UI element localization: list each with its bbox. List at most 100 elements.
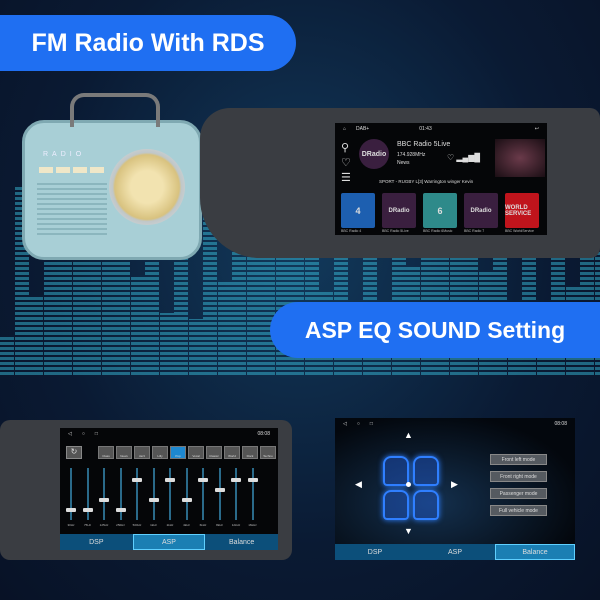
dab-radio-screen: ⌂ DAB+ 01:43 ↩ ⚲ ♡ ☰ DRadio BBC Radio 5Liv… [335, 123, 547, 235]
radio-buttons [39, 167, 104, 173]
station-tile[interactable]: DRadio [464, 193, 498, 228]
station-tile[interactable]: DRadio [382, 193, 416, 228]
asp-eq-banner: ASP EQ SOUND Setting [270, 302, 600, 358]
eq-slider-knob[interactable] [231, 478, 241, 482]
eq-slider[interactable] [99, 468, 109, 520]
eq-frequency-label: 4kHz [183, 523, 190, 527]
eq-preset-button[interactable]: Techno [260, 446, 276, 459]
eq-preset-button[interactable]: World [224, 446, 240, 459]
eq-bar-decoration [188, 318, 203, 375]
eq-slider-knob[interactable] [82, 508, 93, 512]
recent-nav-icon[interactable]: □ [94, 431, 98, 437]
signal-icon: ♡ ▂▄▆█ [447, 153, 481, 162]
eq-frequency-label: 500Hz [132, 523, 142, 527]
eq-slider[interactable] [231, 468, 241, 520]
seat-rear-left [383, 490, 409, 520]
balance-mode-button[interactable]: Passenger mode [490, 488, 547, 499]
clock: 01:43 [419, 126, 432, 132]
home-nav-icon[interactable]: ○ [81, 431, 85, 437]
eq-preset-button[interactable]: Lilly [152, 446, 168, 459]
eq-slider[interactable] [247, 468, 258, 520]
eq-preset-button[interactable]: Jazz [134, 446, 150, 459]
eq-preset-button[interactable]: Class [98, 446, 114, 459]
eq-bar-decoration [87, 230, 101, 375]
clock: 08:08 [257, 431, 270, 437]
eq-bar-decoration [246, 247, 261, 375]
back-nav-icon[interactable]: ◁ [343, 421, 347, 427]
eq-preset-button[interactable]: Pop [170, 446, 186, 459]
eq-slider-knob[interactable] [181, 498, 192, 502]
balance-mode-button[interactable]: Front left mode [490, 454, 547, 465]
list-icon[interactable]: ☰ [341, 172, 351, 184]
eq-preset-button[interactable]: Classic [206, 446, 222, 459]
seat-front-right [413, 456, 439, 486]
clock: 08:08 [554, 421, 567, 427]
eq-preset-button[interactable]: News [116, 446, 132, 459]
tab-asp[interactable]: ASP [132, 534, 206, 550]
status-bar: ⌂ DAB+ 01:43 ↩ [335, 123, 547, 135]
eq-bar-decoration [29, 296, 43, 375]
arrow-left-icon[interactable]: ◀ [355, 479, 362, 489]
balance-point[interactable] [406, 482, 411, 487]
eq-frequency-label: 12kHz [231, 523, 241, 527]
eq-frequency-label: 30Hz [67, 523, 75, 527]
eq-slider[interactable] [214, 468, 225, 520]
eq-slider[interactable] [198, 468, 208, 520]
eq-slider[interactable] [181, 468, 192, 520]
eq-frequency-label: 1kHz [150, 523, 157, 527]
source-label: DAB+ [356, 126, 370, 132]
balance-mode-button[interactable]: Front right mode [490, 471, 547, 482]
eq-slider[interactable] [66, 468, 76, 520]
eq-slider-knob[interactable] [214, 488, 225, 492]
tab-dsp[interactable]: DSP [60, 534, 133, 550]
home-icon[interactable]: ⌂ [343, 126, 347, 132]
seat-front-left [383, 456, 409, 486]
eq-frequency-label: 125Hz [99, 523, 109, 527]
eq-frequency-label: 250Hz [116, 523, 125, 527]
eq-slider-knob[interactable] [247, 478, 258, 482]
eq-slider[interactable] [115, 468, 126, 520]
balance-mode-button[interactable]: Full vehicle mode [490, 505, 547, 516]
eq-preset-button[interactable]: Vocal [188, 446, 204, 459]
station-tile-label: BBC Radio 5Live [382, 229, 409, 233]
eq-preset-button[interactable]: Rock [242, 446, 258, 459]
back-nav-icon[interactable]: ◁ [68, 431, 72, 437]
eq-slider-knob[interactable] [165, 478, 175, 482]
station-tile-label: BBC Radio 7 [464, 229, 485, 233]
fm-radio-banner: FM Radio With RDS [0, 15, 296, 71]
tab-balance[interactable]: Balance [495, 544, 575, 560]
eq-slider-knob[interactable] [115, 508, 126, 512]
reset-button[interactable]: ↻ [66, 446, 82, 459]
eq-slider-knob[interactable] [132, 478, 142, 482]
eq-slider-knob[interactable] [198, 478, 208, 482]
recent-nav-icon[interactable]: □ [369, 421, 373, 427]
tab-balance[interactable]: Balance [205, 534, 278, 550]
station-tile[interactable]: 6 [423, 193, 457, 228]
eq-slider[interactable] [165, 468, 175, 520]
favorite-icon[interactable]: ♡ [341, 157, 351, 169]
home-nav-icon[interactable]: ○ [356, 421, 360, 427]
eq-slider[interactable] [132, 468, 142, 520]
tab-asp[interactable]: ASP [415, 544, 495, 560]
arrow-up-icon[interactable]: ▲ [404, 430, 413, 440]
eq-bar-decoration [58, 260, 72, 375]
arrow-right-icon[interactable]: ▶ [451, 479, 458, 489]
rds-text: SPORT - RUGBY L[3] Warrington winger Kev… [379, 179, 474, 184]
eq-slider[interactable] [148, 468, 159, 520]
tab-dsp[interactable]: DSP [335, 544, 415, 560]
eq-slider-knob[interactable] [66, 508, 76, 512]
station-tile[interactable]: 4 [341, 193, 375, 228]
eq-slider-knob[interactable] [148, 498, 159, 502]
eq-slider[interactable] [82, 468, 93, 520]
radio-brand: RADIO [43, 151, 86, 158]
station-name: BBC Radio 5Live [397, 141, 451, 148]
radio-handle [70, 93, 160, 127]
station-tile[interactable]: WORLD SERVICE [505, 193, 539, 228]
back-icon[interactable]: ↩ [534, 126, 539, 132]
search-icon[interactable]: ⚲ [341, 142, 350, 154]
eq-slider-knob[interactable] [99, 498, 109, 502]
eq-frequency-label: 6kHz [199, 523, 207, 527]
arrow-down-icon[interactable]: ▼ [404, 526, 413, 536]
